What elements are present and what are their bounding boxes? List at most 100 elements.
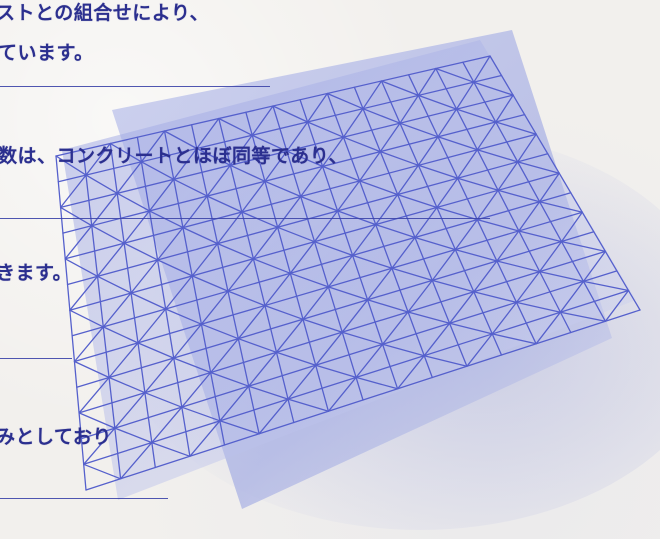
- mesh-line-diagonal: [191, 242, 219, 277]
- mesh-line-diagonal: [216, 242, 255, 260]
- mesh-line-diagonal: [163, 130, 198, 150]
- mesh-line-diagonal: [495, 94, 514, 123]
- mesh-line-diagonal: [189, 420, 221, 457]
- mesh-line-diagonal: [496, 260, 541, 273]
- mesh-line-diagonal: [286, 121, 309, 152]
- mesh-line-diagonal: [476, 121, 497, 151]
- mesh-line-diagonal: [73, 326, 104, 363]
- mesh-line-diagonal: [144, 392, 183, 408]
- mesh-line-diagonal: [336, 180, 361, 212]
- mesh-line-diagonal: [196, 147, 231, 166]
- mesh-line-diagonal: [216, 211, 243, 245]
- mesh-line-diagonal: [495, 121, 537, 135]
- mesh-line-vertical: [489, 55, 641, 311]
- mesh-line-diagonal: [116, 192, 151, 212]
- mesh-line-diagonal: [272, 105, 309, 123]
- mesh-line-diagonal: [151, 441, 191, 457]
- mesh-line-vertical: [218, 117, 295, 424]
- mesh-line-diagonal: [518, 230, 563, 243]
- mesh-line-diagonal: [73, 360, 110, 379]
- mesh-line-diagonal: [114, 427, 153, 444]
- mesh-line-diagonal: [417, 67, 437, 97]
- mesh-line-diagonal: [327, 254, 354, 288]
- rule-line-3: [0, 358, 72, 359]
- mesh-line-diagonal: [227, 290, 266, 307]
- front-panel: [62, 40, 636, 500]
- mesh-line-diagonal: [341, 331, 384, 345]
- mesh-line-diagonal: [137, 342, 175, 359]
- mesh-line-diagonal: [173, 323, 203, 359]
- mesh-line-diagonal: [491, 333, 537, 345]
- mesh-line-diagonal: [517, 133, 537, 163]
- mesh-line-diagonal: [476, 189, 499, 221]
- mesh-line-diagonal: [538, 270, 585, 283]
- mesh-line-diagonal: [454, 218, 478, 251]
- mesh-line-diagonal: [381, 311, 409, 345]
- mesh-line-diagonal: [417, 164, 459, 179]
- mesh-line-diagonal: [102, 292, 132, 328]
- mesh-line-diagonal: [144, 357, 175, 394]
- mesh-line-diagonal: [391, 267, 433, 282]
- mesh-line-diagonal: [315, 364, 357, 379]
- mesh-line-vertical: [163, 130, 226, 446]
- mesh-line-diagonal: [151, 406, 183, 444]
- mesh-line-diagonal: [496, 230, 520, 262]
- mesh-line-diagonal: [286, 150, 324, 168]
- mesh-line-diagonal: [140, 130, 166, 163]
- mesh-line-diagonal: [559, 311, 607, 322]
- mesh-line-diagonal: [375, 193, 399, 226]
- mesh-line-diagonal: [582, 250, 607, 283]
- mesh-line-diagonal: [164, 308, 203, 325]
- mesh-line-diagonal: [448, 322, 493, 335]
- mesh-line-diagonal: [300, 165, 324, 198]
- mesh-line-diagonal: [59, 174, 87, 209]
- mesh-line-diagonal: [252, 226, 279, 260]
- mesh-line-diagonal: [491, 301, 518, 335]
- mesh-line-diagonal: [200, 323, 240, 340]
- mesh-line-diagonal: [517, 161, 560, 174]
- mesh-line-diagonal: [379, 150, 420, 166]
- mesh-line-diagonal: [436, 177, 459, 209]
- mesh-line-diagonal: [173, 357, 212, 374]
- mesh-line-diagonal: [381, 343, 425, 357]
- mesh-line-diagonal: [355, 343, 384, 379]
- mesh-line-diagonal: [306, 92, 328, 123]
- mesh-line-diagonal: [181, 406, 221, 422]
- mesh-line-diagonal: [210, 338, 240, 374]
- mesh-line-diagonal: [182, 195, 208, 229]
- mesh-line-diagonal: [164, 275, 193, 310]
- mesh-line-diagonal: [437, 136, 478, 151]
- mesh-line-diagonal: [114, 392, 146, 429]
- mesh-line-diagonal: [407, 311, 451, 324]
- mesh-line-vertical: [82, 149, 122, 480]
- mesh-line-diagonal: [366, 267, 393, 301]
- mesh-line-diagonal: [276, 195, 302, 228]
- mesh-line-vertical: [109, 142, 156, 469]
- mesh-line-diagonal: [321, 165, 361, 182]
- mesh-line-diagonal: [264, 150, 288, 182]
- mesh-line-diagonal: [109, 142, 143, 163]
- mesh-line-diagonal: [399, 122, 439, 138]
- mesh-line-diagonal: [497, 161, 519, 191]
- mesh-line-diagonal: [362, 80, 383, 110]
- mesh-line-diagonal: [351, 223, 377, 257]
- mesh-line-diagonal: [173, 178, 208, 197]
- mesh-line-diagonal: [315, 331, 343, 366]
- mesh-line-diagonal: [417, 94, 458, 110]
- mesh-line-diagonal: [251, 134, 288, 152]
- mesh-line-diagonal: [78, 412, 116, 429]
- mesh-line-diagonal: [241, 211, 279, 228]
- mesh-line-diagonal: [326, 92, 364, 110]
- mesh-line-diagonal: [366, 299, 409, 313]
- mesh-line-diagonal: [287, 398, 330, 412]
- mesh-line-diagonal: [455, 81, 475, 110]
- mesh-line-diagonal: [200, 290, 229, 325]
- mesh-line-diagonal: [248, 385, 289, 400]
- mesh-line-diagonal: [342, 108, 364, 138]
- mesh-line-diagonal: [83, 463, 122, 480]
- mesh-line-diagonal: [454, 248, 498, 262]
- mesh-line-diagonal: [137, 308, 167, 344]
- mesh-line-diagonal: [276, 226, 316, 243]
- mesh-line-diagonal: [313, 210, 339, 243]
